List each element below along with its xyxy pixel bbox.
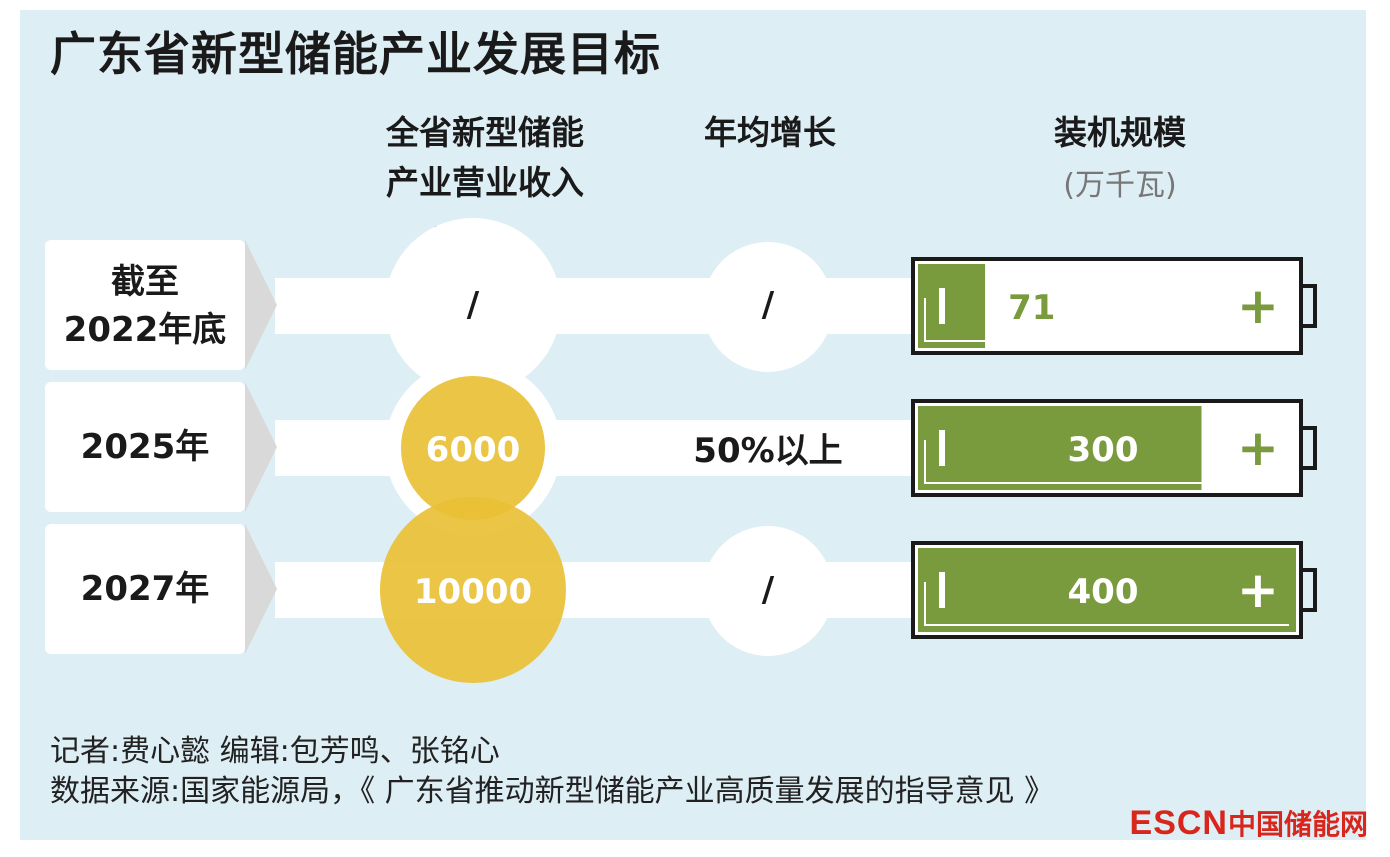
revenue-bubble-2 [380, 497, 566, 683]
battery-fill-0 [918, 264, 986, 348]
battery-terminal-1 [1299, 426, 1317, 470]
page-title: 广东省新型储能产业发展目标 [50, 27, 661, 81]
row-label-box-2022 [45, 240, 245, 370]
battery-baseline-0 [924, 298, 1289, 342]
battery-baseline-1 [924, 440, 1289, 484]
credits: 记者:费心懿 编辑:包芳鸣、张铭心 数据来源:国家能源局，《 广东省推动新型储能… [50, 732, 1054, 812]
revenue-header: 全省新型储能 产业营业收入 [335, 108, 635, 208]
capacity-label-0: 71 [1008, 288, 1055, 328]
credits-source: 数据来源:国家能源局，《 广东省推动新型储能产业高质量发展的指导意见 》 [50, 774, 1055, 809]
growth-value-2022: / [761, 285, 775, 325]
growth-bubble-bg-2022 [703, 242, 833, 372]
revenue-header-line1: 全省新型储能 [386, 113, 584, 152]
battery-fill-2 [918, 548, 1296, 632]
battery-bar-mark-1 [939, 430, 945, 466]
revenue-bubbles: 6000 10000 [380, 375, 566, 683]
row-label-2022: 截至 2022年底 [45, 258, 245, 354]
row-label-box-2025 [45, 382, 245, 512]
row-label-box-2027 [45, 524, 245, 654]
watermark-cn: 中国储能网 [1227, 808, 1368, 841]
revenue-value-2022: / [466, 285, 480, 325]
revenue-label-1: 6000 [426, 430, 521, 470]
watermark-en: ESCN [1129, 804, 1228, 842]
capacity-label-1: 300 [1068, 430, 1139, 470]
revenue-label-2: 10000 [414, 572, 532, 612]
row-bar-2025 [275, 420, 915, 476]
row-label-2022-line2: 2022年底 [63, 310, 227, 350]
battery-plus-icon-1: + [1237, 419, 1279, 477]
growth-value-2027: / [761, 570, 775, 610]
battery-bar-mark-2 [939, 572, 945, 608]
credits-authors: 记者:费心懿 编辑:包芳鸣、张铭心 [50, 734, 500, 769]
revenue-bubble-1 [400, 375, 546, 521]
battery-terminal-0 [1299, 284, 1317, 328]
revenue-header-line2: 产业营业收入 [386, 163, 584, 202]
battery-bar-mark-0 [939, 288, 945, 324]
battery-plus-icon-2: + [1237, 561, 1279, 619]
growth-value-2025: 50%以上 [693, 431, 843, 471]
escn-watermark: ESCN中国储能网 [1130, 803, 1368, 843]
capacity-header: 装机规模 [1054, 113, 1186, 152]
growth-bubble-bg-2027 [703, 526, 833, 656]
row-label-2022-line1: 截至 [111, 262, 179, 302]
capacity-batteries: +71 +300 +400 [911, 257, 1317, 639]
battery-fill-1 [918, 406, 1202, 490]
growth-header: 年均增长 [704, 113, 836, 152]
row-label-2027: 2027年 [80, 569, 210, 609]
capacity-unit: (万千瓦) [1063, 168, 1177, 203]
capacity-label-2: 400 [1068, 572, 1139, 612]
battery-terminal-2 [1299, 568, 1317, 612]
battery-plus-icon-0: + [1237, 277, 1279, 335]
row-label-2025: 2025年 [80, 427, 210, 467]
battery-baseline-2 [924, 582, 1289, 626]
